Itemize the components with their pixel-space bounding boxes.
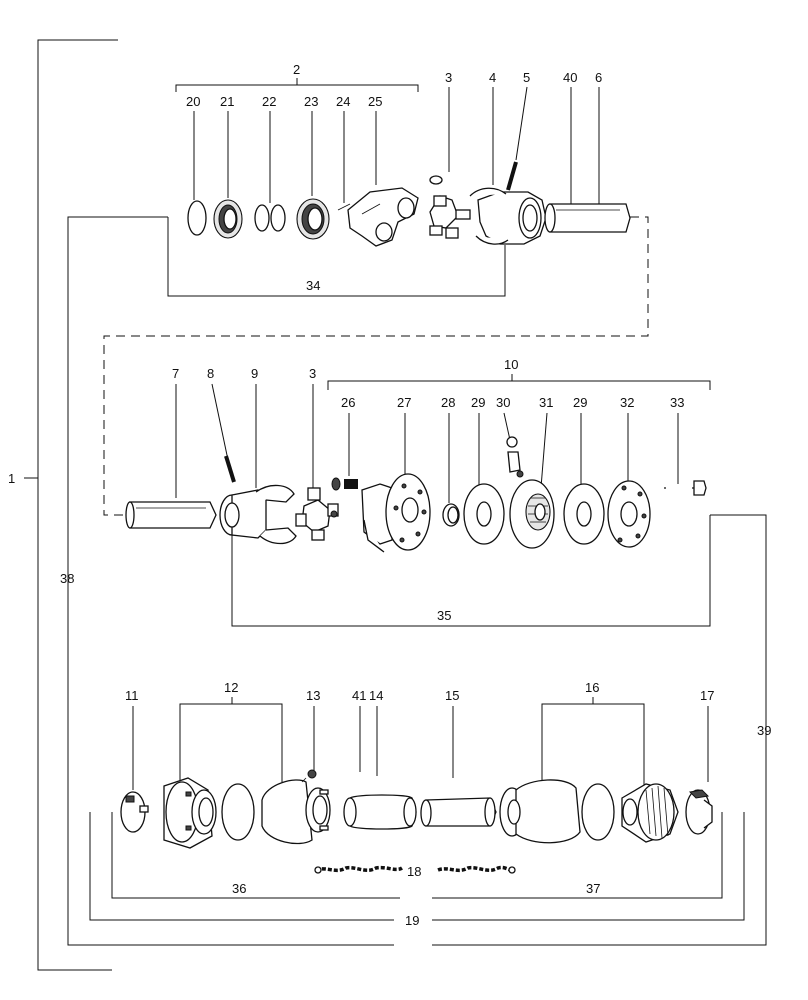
pin-24	[337, 203, 351, 211]
label-16: 16	[585, 680, 599, 695]
label-6: 6	[595, 70, 602, 85]
shield-cone-12a	[163, 777, 217, 849]
label-8: 8	[207, 366, 214, 381]
bolt-33	[664, 480, 707, 496]
ring-disk-12b	[221, 783, 255, 841]
label-25: 25	[368, 94, 382, 109]
label-3-middle: 3	[309, 366, 316, 381]
label-39: 39	[757, 723, 771, 738]
label-18: 18	[407, 864, 421, 879]
label-10: 10	[504, 357, 518, 372]
ring-disk-16b	[581, 783, 615, 841]
cross-journal-3b	[295, 487, 339, 541]
hub-31	[509, 479, 555, 549]
bracket-assembly-1	[24, 39, 118, 971]
grease-nipple-13	[301, 769, 317, 783]
cross-journal-3a	[429, 175, 471, 239]
clamp-17	[685, 789, 713, 835]
label-23: 23	[304, 94, 318, 109]
label-31: 31	[539, 395, 553, 410]
flange-32	[607, 480, 651, 548]
yoke-4	[469, 187, 547, 245]
label-1: 1	[8, 471, 15, 486]
disc-29b	[563, 483, 605, 545]
tube-15	[420, 797, 497, 827]
label-36: 36	[232, 881, 246, 896]
chain-18b	[437, 865, 516, 874]
label-29-right: 29	[573, 395, 587, 410]
label-2: 2	[293, 62, 300, 77]
top-row-lines	[67, 78, 649, 946]
label-34: 34	[306, 278, 320, 293]
label-5: 5	[523, 70, 530, 85]
label-37: 37	[586, 881, 600, 896]
yoke-9	[219, 484, 297, 545]
shield-cone-16a	[499, 779, 581, 844]
yoke-25	[347, 187, 419, 247]
disc-29a	[463, 483, 505, 545]
ring-20	[187, 200, 207, 236]
label-13: 13	[306, 688, 320, 703]
label-19: 19	[405, 913, 419, 928]
label-20: 20	[186, 94, 200, 109]
label-28: 28	[441, 395, 455, 410]
label-14: 14	[369, 688, 383, 703]
label-12: 12	[224, 680, 238, 695]
label-41: 41	[352, 688, 366, 703]
label-15: 15	[445, 688, 459, 703]
tube-6-40	[544, 203, 631, 233]
label-4: 4	[489, 70, 496, 85]
bushing-28	[442, 503, 460, 527]
label-17: 17	[700, 688, 714, 703]
label-27: 27	[397, 395, 411, 410]
label-33: 33	[670, 395, 684, 410]
shield-cone-16c	[621, 783, 679, 843]
tube-14-41	[343, 794, 417, 830]
label-30: 30	[496, 395, 510, 410]
middle-row-lines	[175, 374, 767, 946]
flange-yoke-27	[361, 473, 431, 553]
label-29-left: 29	[471, 395, 485, 410]
bottom-row-lines	[89, 697, 745, 921]
spring-26	[331, 477, 358, 491]
label-32: 32	[620, 395, 634, 410]
label-22: 22	[262, 94, 276, 109]
spring-pin-8	[224, 455, 236, 483]
chain-18a	[314, 865, 403, 874]
spring-pin-5	[506, 161, 518, 191]
label-26: 26	[341, 395, 355, 410]
label-11: 11	[125, 688, 139, 703]
label-38: 38	[60, 571, 74, 586]
label-3-top: 3	[445, 70, 452, 85]
reference-numbers: 1 2 20 21 22 23 24 25 3 4 5 40 6 34 38 7…	[8, 62, 771, 928]
tube-7	[125, 501, 217, 529]
label-21: 21	[220, 94, 234, 109]
rings-22	[254, 204, 286, 232]
clamp-11	[120, 791, 149, 833]
label-7: 7	[172, 366, 179, 381]
label-9: 9	[251, 366, 258, 381]
seal-23	[296, 198, 330, 240]
label-24: 24	[336, 94, 350, 109]
shield-cone-12c	[261, 779, 331, 845]
seal-21	[213, 199, 243, 239]
label-40: 40	[563, 70, 577, 85]
bolt-spring-30	[506, 436, 524, 478]
label-35: 35	[437, 608, 451, 623]
